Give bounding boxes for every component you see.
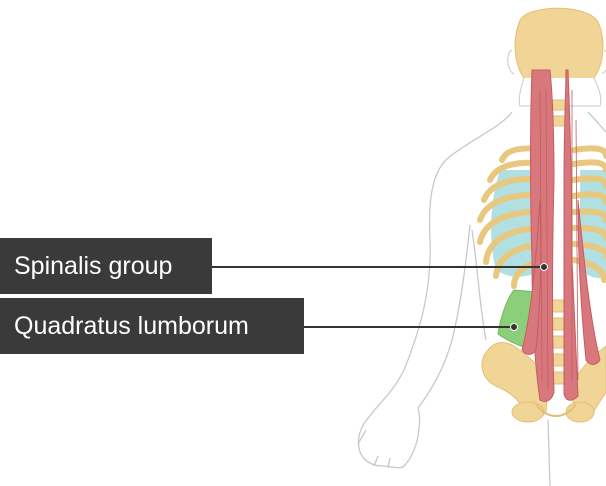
body-outline <box>357 111 606 486</box>
label-spinalis-group: Spinalis group <box>0 238 212 294</box>
leader-lines <box>212 263 548 331</box>
label-spinalis-text: Spinalis group <box>14 251 173 280</box>
label-quadratus-lumborum: Quadratus lumborum <box>0 298 304 354</box>
skull <box>507 7 606 107</box>
spinalis-pointer-dot <box>540 263 548 271</box>
pelvis <box>481 342 606 423</box>
quadratus-pointer-dot <box>510 323 518 331</box>
label-quadratus-text: Quadratus lumborum <box>14 311 249 340</box>
erector-spinae-muscles <box>521 69 601 403</box>
